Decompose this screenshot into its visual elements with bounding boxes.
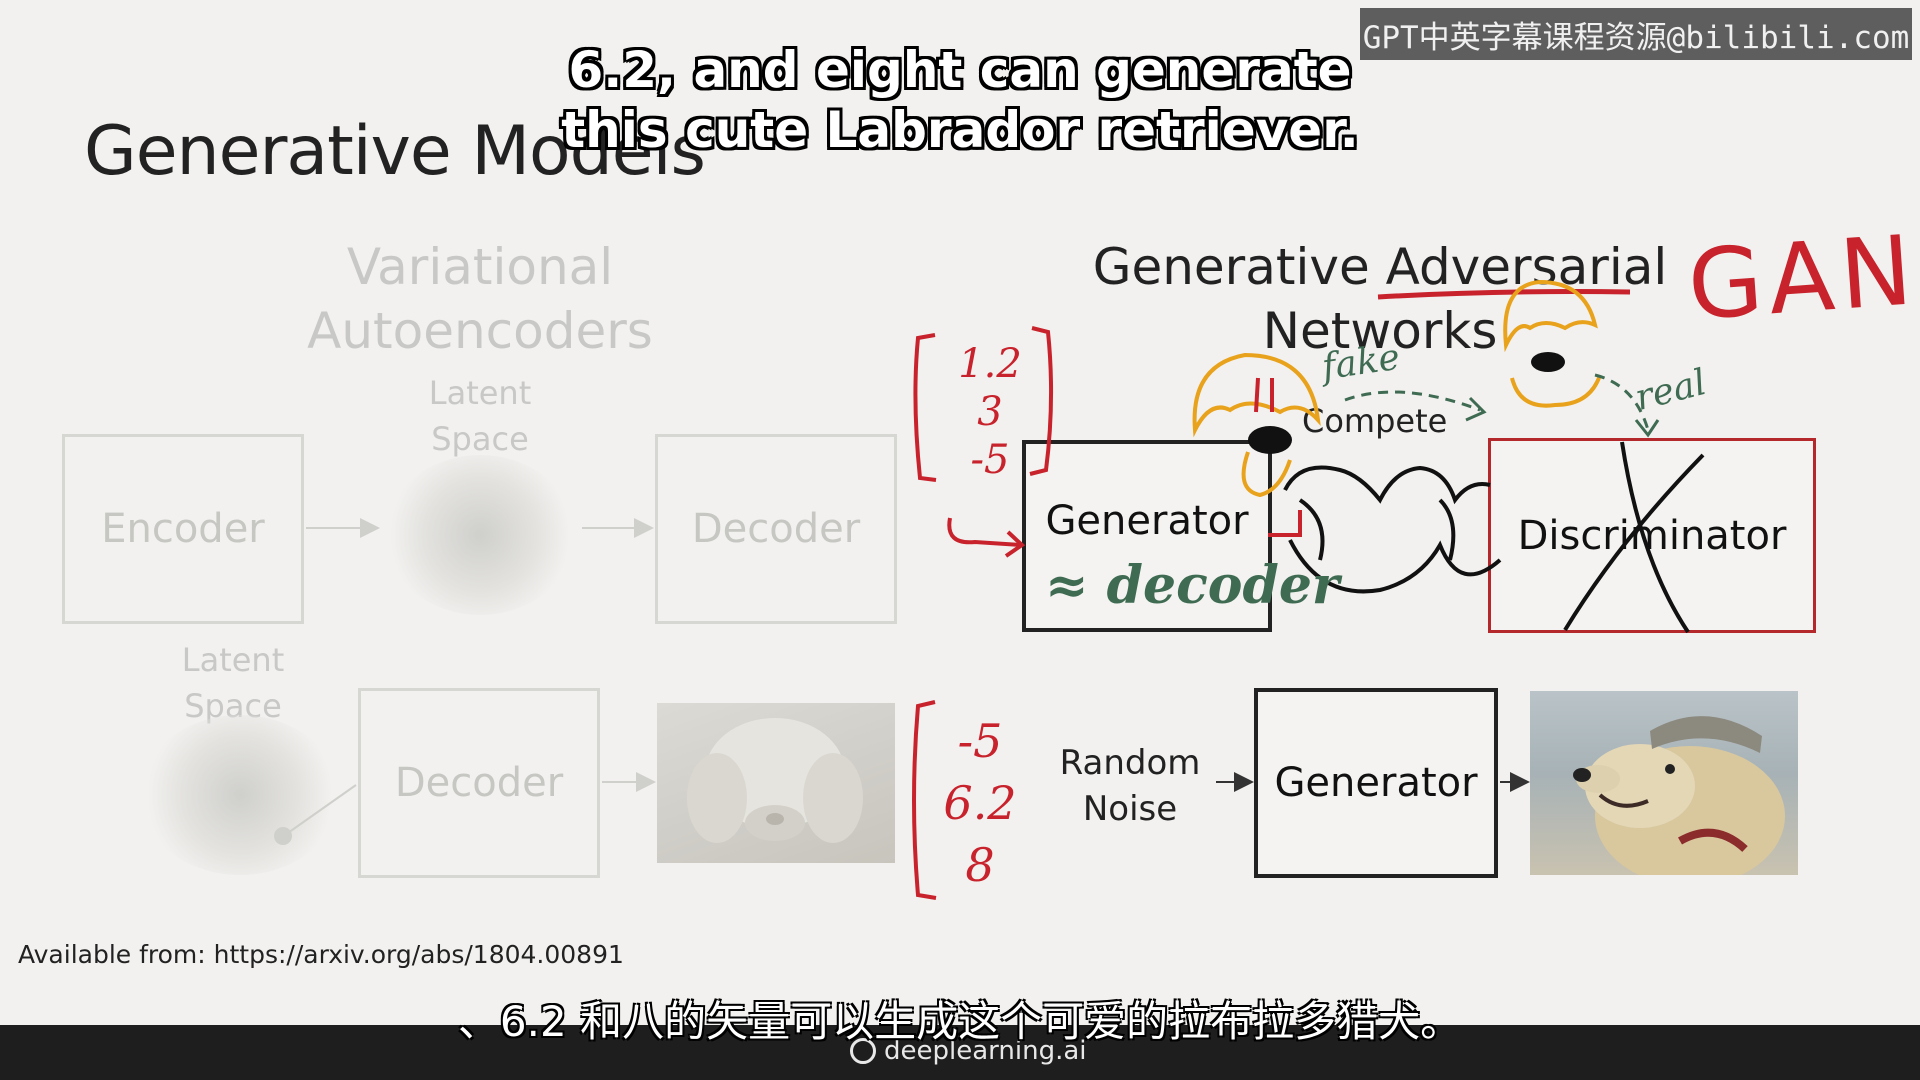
- dog-with-helmet: [1573, 716, 1785, 875]
- generator-box-bottom: Generator: [1254, 688, 1498, 878]
- english-subtitle-line1: 6.2, and eight can generate: [568, 41, 1352, 99]
- generator-label-bottom: Generator: [1274, 760, 1478, 806]
- decoder-label-bottom: Decoder: [394, 760, 564, 806]
- vae-output-dog-image: [657, 703, 895, 863]
- slide-title: Generative Models: [84, 112, 706, 191]
- gan-title-line1: Generative Adversarial: [1092, 238, 1668, 296]
- generator-label-top: Generator: [1045, 498, 1249, 544]
- vector-bottom-value-2: 6.2: [943, 776, 1017, 830]
- vector-top-value-3: -5: [970, 437, 1010, 483]
- approx-decoder-annotation: ≈ decoder: [1045, 555, 1340, 616]
- bottom-bar: [0, 1025, 1920, 1080]
- decoder-box-bottom: Decoder: [358, 688, 600, 878]
- vector-top: 1.2 3 -5: [950, 340, 1030, 484]
- latent-line1: Latent: [428, 374, 532, 412]
- discriminator-box: Discriminator: [1488, 438, 1816, 633]
- random-noise-label: Random Noise: [1050, 740, 1210, 832]
- gan-handwritten-label: GAN: [1684, 214, 1920, 342]
- vector-bottom-value-3: 8: [965, 838, 995, 892]
- vector-bottom-left-bracket: [912, 700, 937, 900]
- decoder-label-top: Decoder: [691, 506, 861, 552]
- noise-line1: Random: [1059, 743, 1201, 783]
- real-character: [1503, 279, 1598, 353]
- fake-character: [1192, 352, 1321, 438]
- compete-label: Compete: [1302, 402, 1448, 440]
- brand: deeplearning.ai: [850, 1036, 1087, 1066]
- decoder-box-top: Decoder: [655, 434, 897, 624]
- noise-line2: Noise: [1082, 789, 1178, 829]
- vector-top-value-1: 1.2: [958, 341, 1022, 387]
- fake-dashed-arrow: [1344, 390, 1481, 412]
- latent-line2: Space: [431, 420, 529, 458]
- english-subtitle: 6.2, and eight can generate this cute La…: [540, 40, 1380, 160]
- vae-latent-label-top: Latent Space: [380, 370, 580, 462]
- vector-top-value-2: 3: [977, 389, 1003, 435]
- vae-title-line1: Variational: [346, 238, 614, 296]
- citation-text: Available from: https://arxiv.org/abs/18…: [18, 940, 624, 969]
- discriminator-label: Discriminator: [1517, 512, 1787, 559]
- encoder-label: Encoder: [101, 506, 265, 552]
- english-subtitle-line2: this cute Labrador retriever.: [561, 101, 1359, 159]
- generator-box-top: Generator: [1022, 440, 1272, 632]
- encoder-box: Encoder: [62, 434, 304, 624]
- fighting-hands-doodle: [1283, 465, 1502, 594]
- latent-space-cloud-top: [385, 455, 575, 615]
- brand-label: deeplearning.ai: [884, 1036, 1087, 1066]
- watermark: GPT中英字幕课程资源@bilibili.com: [1360, 8, 1912, 60]
- generated-dog-image: [1530, 691, 1798, 875]
- deeplearning-logo-icon: [850, 1038, 876, 1064]
- latent-space-cloud-bottom: [140, 715, 340, 875]
- gan-title: Generative Adversarial Networks: [1060, 235, 1700, 363]
- chinese-subtitle: 、6.2 和八的矢量可以生成这个可爱的拉布拉多猎犬。: [457, 997, 1463, 1046]
- vector-bottom-value-1: -5: [957, 714, 1003, 768]
- vae-title: Variational Autoencoders: [300, 235, 660, 363]
- vector-top-left-bracket: [913, 333, 937, 482]
- discriminator-x-stroke1: [1620, 441, 1690, 634]
- vector-top-right-bracket: [1029, 326, 1054, 476]
- adversarial-underline: [1377, 289, 1631, 300]
- real-dashed-arrow: [1594, 373, 1650, 431]
- latent-line1: Latent: [181, 641, 285, 679]
- vae-title-line2: Autoencoders: [307, 302, 653, 360]
- vector-bottom: -5 6.2 8: [940, 710, 1020, 896]
- dog-face-faded: [687, 718, 863, 843]
- input-arrow: [947, 517, 1021, 547]
- discriminator-x-stroke2: [1563, 453, 1705, 632]
- gan-title-line2: Networks: [1262, 302, 1498, 360]
